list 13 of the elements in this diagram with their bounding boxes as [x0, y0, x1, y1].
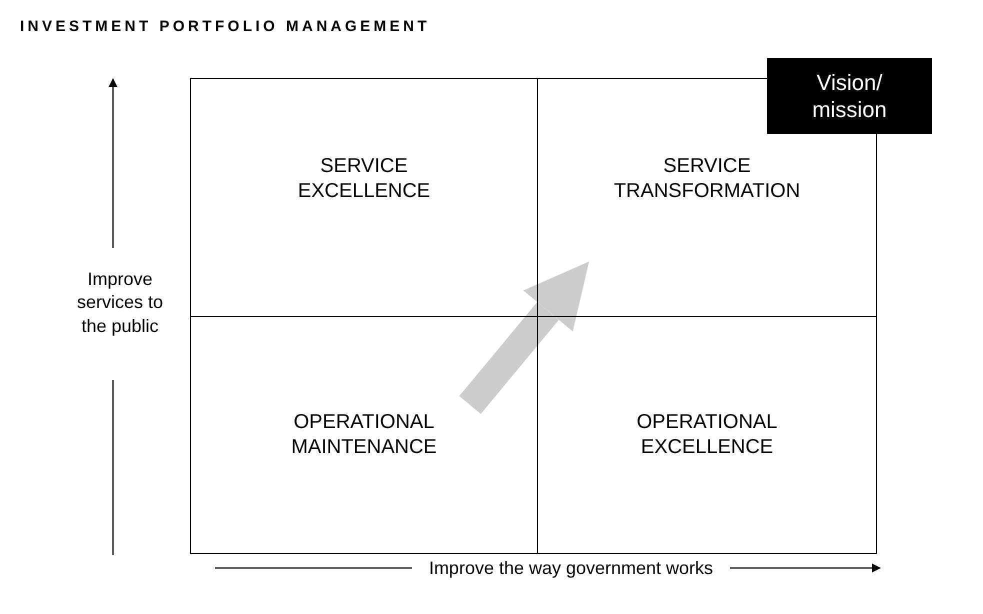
quadrant-cell — [190, 316, 538, 554]
quadrant-label: SERVICE TRANSFORMATION — [612, 154, 802, 204]
arrow — [459, 261, 590, 414]
quadrant-label: SERVICE EXCELLENCE — [296, 154, 432, 204]
quadrant-cell — [537, 316, 877, 554]
quadrant-label: OPERATIONAL EXCELLENCE — [636, 410, 778, 460]
axis-label: Improve services to the public — [76, 268, 164, 338]
quadrant-cell — [190, 78, 538, 317]
highlight-box — [767, 58, 932, 134]
quadrant-label: OPERATIONAL MAINTENANCE — [290, 410, 438, 460]
box-heading: Vision/ mission — [811, 68, 888, 124]
axis-label: Improve the way government works — [428, 557, 714, 580]
title: INVESTMENT PORTFOLIO MANAGEMENT — [20, 18, 430, 35]
